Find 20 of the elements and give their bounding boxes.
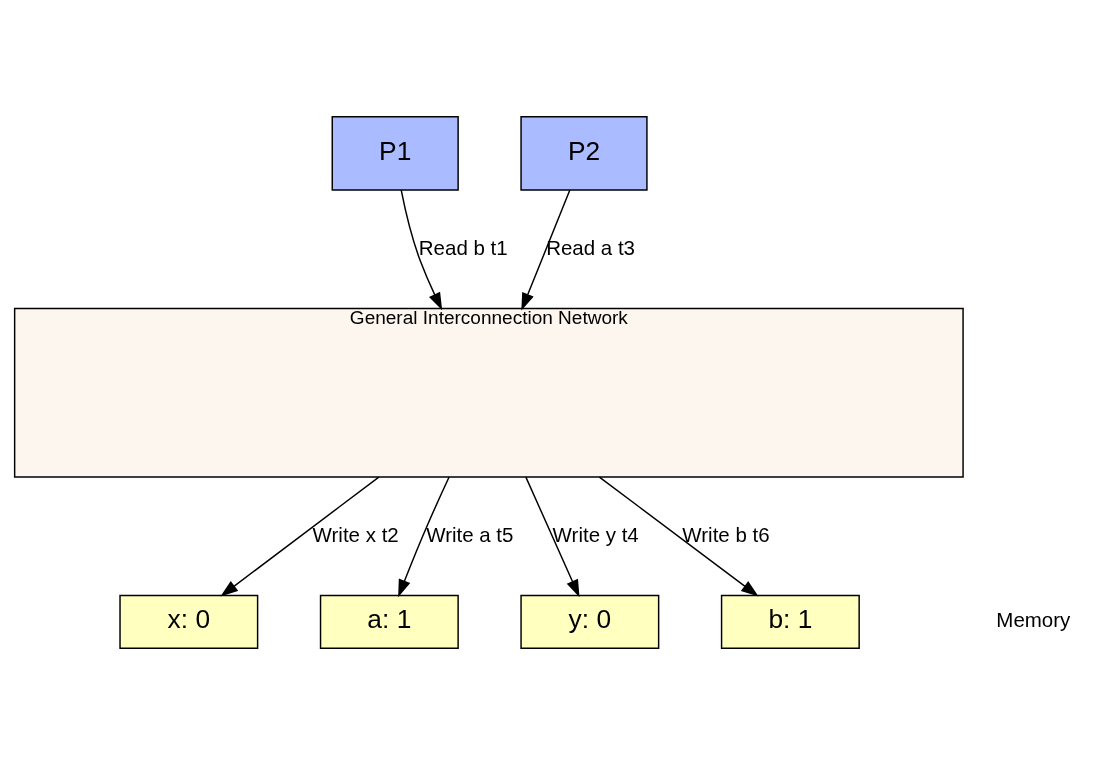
arrow	[525, 475, 580, 597]
edge-label: Read a t3	[546, 235, 635, 259]
label: Memory	[996, 607, 1071, 631]
edge-label: Write x t2	[312, 522, 399, 546]
arrow	[598, 475, 759, 596]
arrow	[400, 189, 443, 310]
edge-label: Write y t4	[552, 522, 639, 546]
node-box: b: 1	[720, 594, 860, 649]
edge-label: Write b t6	[682, 522, 770, 546]
node-box: a: 1	[319, 594, 459, 649]
node-box: x: 0	[119, 594, 259, 649]
arrow	[521, 189, 571, 311]
arrow	[220, 475, 380, 596]
node-box: General Interconnection Network	[13, 307, 964, 478]
node-box: P1	[331, 115, 459, 191]
arrow	[398, 475, 450, 597]
edge-label: Write a t5	[426, 522, 514, 546]
edge-label: Read b t1	[418, 235, 508, 259]
node-box: y: 0	[520, 594, 660, 649]
node-box: P2	[520, 115, 648, 191]
